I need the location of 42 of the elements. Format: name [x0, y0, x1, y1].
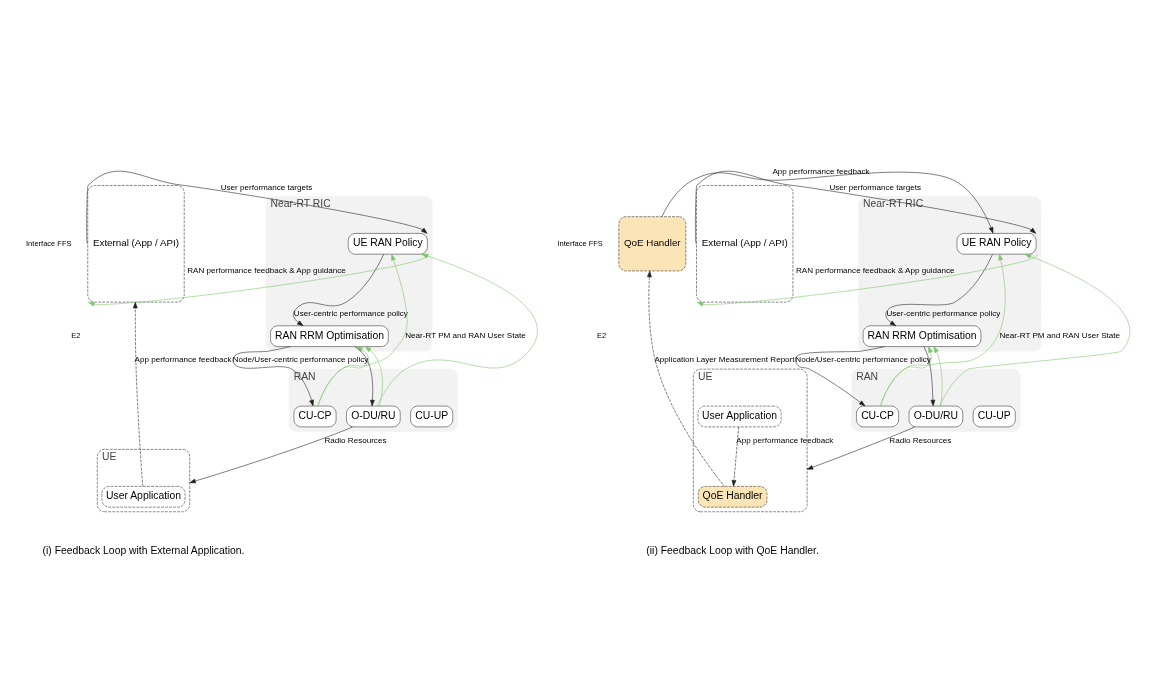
- node-box: User Application: [697, 405, 782, 428]
- node-box: O-DU/RU: [346, 405, 401, 428]
- arrow: [806, 426, 916, 470]
- arrow: [189, 426, 353, 484]
- arrow: [695, 170, 1037, 245]
- arrow: [88, 253, 429, 307]
- node-box: User Application: [101, 486, 186, 508]
- arrow: [317, 254, 408, 407]
- arrow: [232, 346, 314, 407]
- node-box: UE RAN Policy: [956, 233, 1037, 255]
- arrow: [354, 346, 375, 407]
- node-box: UE RAN Policy: [347, 233, 428, 255]
- node-box: O-DU/RU: [908, 405, 964, 428]
- arrow: [795, 346, 885, 407]
- label: (i) Feedback Loop with External Application.: [42, 544, 245, 556]
- node-box: CU-UP: [972, 405, 1016, 428]
- arrow: [317, 346, 369, 407]
- label: (ii) Feedback Loop with QoE Handler.: [646, 544, 819, 556]
- arrow: [923, 346, 936, 407]
- arrow: [880, 346, 933, 407]
- arrow: [377, 253, 538, 407]
- node-box: CU-UP: [410, 405, 454, 428]
- node-box: QoE Handler: [618, 216, 687, 272]
- node-box: CU-CP: [293, 405, 337, 428]
- arrow: [661, 171, 994, 234]
- node-box: External (App / API): [87, 185, 185, 303]
- arrow: [885, 254, 993, 327]
- node-box: QoE Handler: [697, 486, 768, 508]
- node-box: CU-CP: [856, 405, 899, 428]
- arrow: [933, 346, 943, 407]
- arrow: [86, 170, 428, 245]
- node-box: External (App / API): [696, 185, 794, 303]
- arrow: [697, 253, 1038, 307]
- node-box: RAN RRM Optimisation: [270, 325, 389, 347]
- arrow: [364, 346, 383, 407]
- arrow: [647, 270, 725, 487]
- arrow: [880, 253, 1006, 407]
- node-box: RAN RRM Optimisation: [862, 325, 982, 347]
- arrow: [731, 426, 739, 487]
- arrow: [133, 301, 143, 487]
- arrow: [293, 253, 384, 326]
- arrow: [939, 253, 1131, 407]
